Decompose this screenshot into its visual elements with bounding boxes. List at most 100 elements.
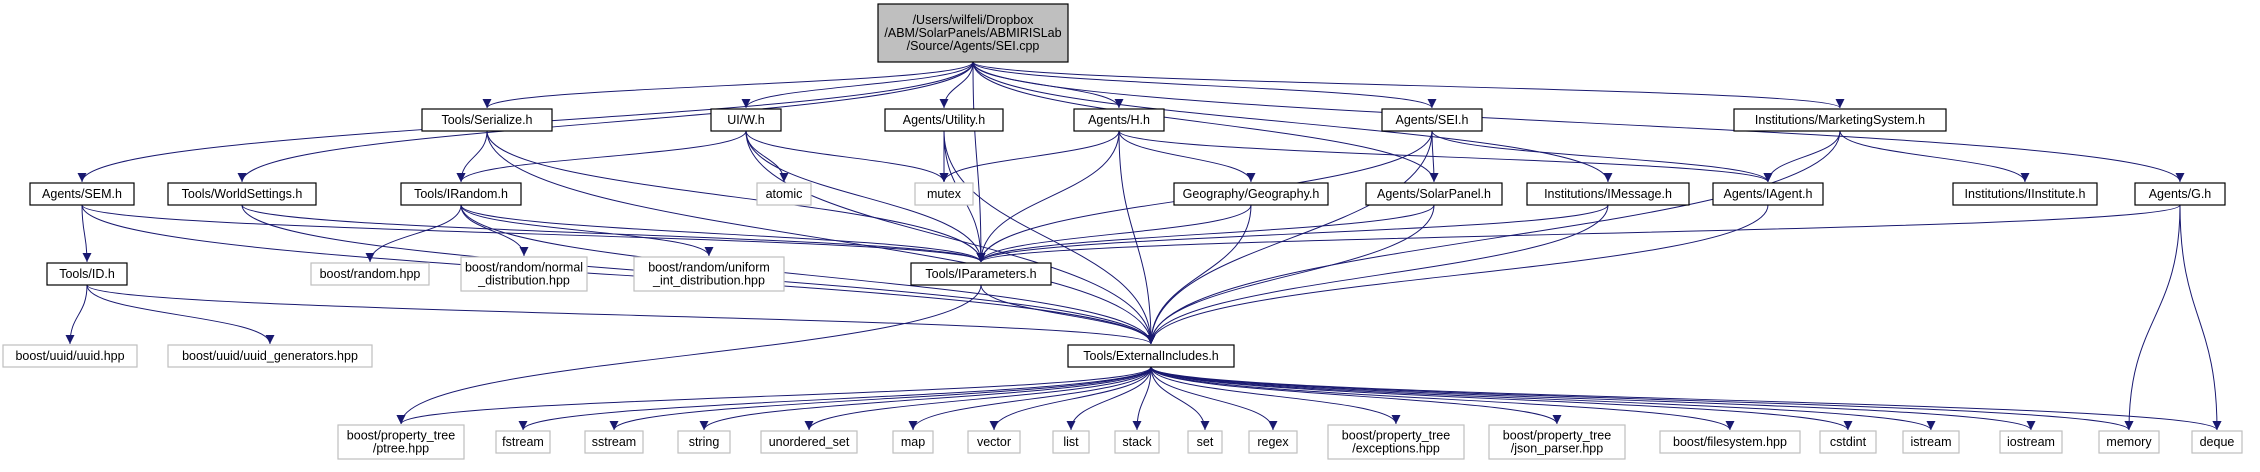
edge-line [972, 61, 1845, 109]
node-label: Geography/Geography.h [1183, 187, 1320, 201]
edge-line [456, 130, 747, 183]
edge-line [1150, 366, 1853, 431]
edge-line [456, 130, 488, 183]
node-label: set [1197, 435, 1214, 449]
node-stack: stack [1114, 430, 1160, 454]
edge-line [1150, 366, 1735, 431]
node-sei-cpp[interactable]: /Users/wilfeli/Dropbox/ABM/SolarPanels/A… [877, 3, 1069, 63]
edge-tools_serialize_h-to-tools_irandom_h [456, 130, 488, 183]
edge-line [1146, 130, 1433, 345]
edge-line [1118, 130, 1156, 345]
edge-line [609, 366, 1152, 431]
edge-tools_serialize_h-to-tools_iparameters_h [486, 130, 986, 263]
node-tools-worldsettings-h[interactable]: Tools/WorldSettings.h [167, 182, 317, 206]
node-box [710, 108, 782, 132]
edge-line [972, 61, 2185, 183]
node-istream: istream [1902, 430, 1960, 454]
node-label: boost/filesystem.hpp [1673, 435, 1787, 449]
edge-line [976, 204, 2181, 263]
node-box [1327, 424, 1465, 460]
node-label: fstream [502, 435, 544, 449]
edge-line [976, 204, 1609, 263]
node-label: boost/uuid/uuid_generators.hpp [182, 349, 358, 363]
node-boost-property-tree-ptree: boost/property_tree/ptree.hpp [337, 424, 465, 460]
edges-layer [65, 61, 2222, 431]
node-agents-h-h[interactable]: Agents/H.h [1073, 108, 1165, 132]
edge-agents_g_h-to-deque [2179, 204, 2222, 431]
edge-line [2124, 204, 2181, 431]
node-agents-sei-h[interactable]: Agents/SEI.h [1381, 108, 1483, 132]
node-tools-serialize-h[interactable]: Tools/Serialize.h [421, 108, 553, 132]
node-box [167, 344, 373, 368]
edge-line [745, 130, 986, 263]
node-label: regex [1257, 435, 1289, 449]
node-institutions-iinstitute-h[interactable]: Institutions/IInstitute.h [1952, 182, 2098, 206]
node-geography-geography-h[interactable]: Geography/Geography.h [1173, 182, 1329, 206]
node-box [910, 262, 1052, 286]
node-tools-externalincludes-h[interactable]: Tools/ExternalIncludes.h [1067, 344, 1235, 368]
node-box [46, 262, 128, 286]
node-vector: vector [967, 430, 1021, 454]
edge-tools_id_h-to-boost_uuid_generators_hpp [86, 284, 275, 345]
node-institutions-marketingsystem-h[interactable]: Institutions/MarketingSystem.h [1733, 108, 1947, 132]
node-agents-solarpanel-h[interactable]: Agents/SolarPanel.h [1365, 182, 1503, 206]
node-boost-property-tree-json-parser: boost/property_tree/json_parser.hpp [1488, 424, 1626, 460]
node-atomic: atomic [756, 182, 812, 206]
edge-sei_cpp-to-institutions_imessage_h [972, 61, 1613, 183]
node-label: stack [1122, 435, 1152, 449]
node-box [914, 182, 974, 206]
node-tools-id-h[interactable]: Tools/ID.h [46, 262, 128, 286]
node-label: Institutions/IMessage.h [1544, 187, 1672, 201]
node-label: /Users/wilfeli/Dropbox [913, 13, 1035, 27]
edge-line [1118, 130, 1256, 183]
edge-line [972, 61, 1437, 109]
node-tools-irandom-h[interactable]: Tools/IRandom.h [400, 182, 522, 206]
edge-institutions_imessage_h-to-tools_iparameters_h [976, 204, 1609, 263]
node-fstream: fstream [495, 430, 551, 454]
node-institutions-imessage-h[interactable]: Institutions/IMessage.h [1526, 182, 1690, 206]
node-label: Institutions/IInstitute.h [1965, 187, 2086, 201]
edge-institutions_marketingsystem_h-to-agents_iagent_h [1763, 130, 1841, 183]
node-label: sstream [592, 435, 636, 449]
node-box [1999, 430, 2063, 454]
node-set: set [1187, 430, 1223, 454]
edge-line [460, 204, 529, 257]
node-ui-w-h[interactable]: UI/W.h [710, 108, 782, 132]
edge-line [518, 366, 1152, 431]
node-agents-sem-h[interactable]: Agents/SEM.h [29, 182, 135, 206]
node-label: cstdint [1830, 435, 1867, 449]
node-agents-iagent-h[interactable]: Agents/IAgent.h [1712, 182, 1824, 206]
node-label: boost/random.hpp [320, 267, 421, 281]
edge-line [1132, 366, 1152, 431]
node-label: /json_parser.hpp [1511, 442, 1603, 456]
edge-tools_irandom_h-to-tools_iparameters_h [460, 204, 986, 263]
edge-line [1150, 366, 2036, 431]
edge-line [939, 130, 1120, 183]
edge-line [396, 284, 982, 425]
edge-sei_cpp-to-ui_w_h [741, 61, 974, 109]
node-box [421, 108, 553, 132]
edge-tools_irandom_h-to-boost_random_normal [460, 204, 529, 257]
edge-sei_cpp-to-tools_worldsettings_h [237, 61, 974, 183]
node-agents-utility-h[interactable]: Agents/Utility.h [884, 108, 1004, 132]
node-box [1114, 430, 1160, 454]
edge-line [745, 130, 1156, 345]
node-box [1381, 108, 1483, 132]
edge-line [2179, 204, 2222, 431]
node-box [760, 430, 858, 454]
edge-agents_g_h-to-memory [2124, 204, 2181, 431]
node-box [2098, 430, 2160, 454]
node-tools-iparameters-h[interactable]: Tools/IParameters.h [910, 262, 1052, 286]
edge-ui_w_h-to-tools_iparameters_h [745, 130, 986, 263]
edge-line [460, 204, 1156, 345]
node-box [1902, 430, 1960, 454]
edge-agents_utility_h-to-tools_externalincludes_h [943, 130, 1156, 345]
edge-line [1763, 130, 1841, 183]
node-string: string [677, 430, 731, 454]
edge-agents_solarpanel_h-to-tools_externalincludes_h [1146, 204, 1435, 345]
node-agents-g-h[interactable]: Agents/G.h [2134, 182, 2226, 206]
edge-tools_externalincludes_h-to-stack [1132, 366, 1152, 431]
edge-line [1146, 130, 1841, 345]
edge-line [86, 284, 1156, 345]
node-box [584, 430, 644, 454]
